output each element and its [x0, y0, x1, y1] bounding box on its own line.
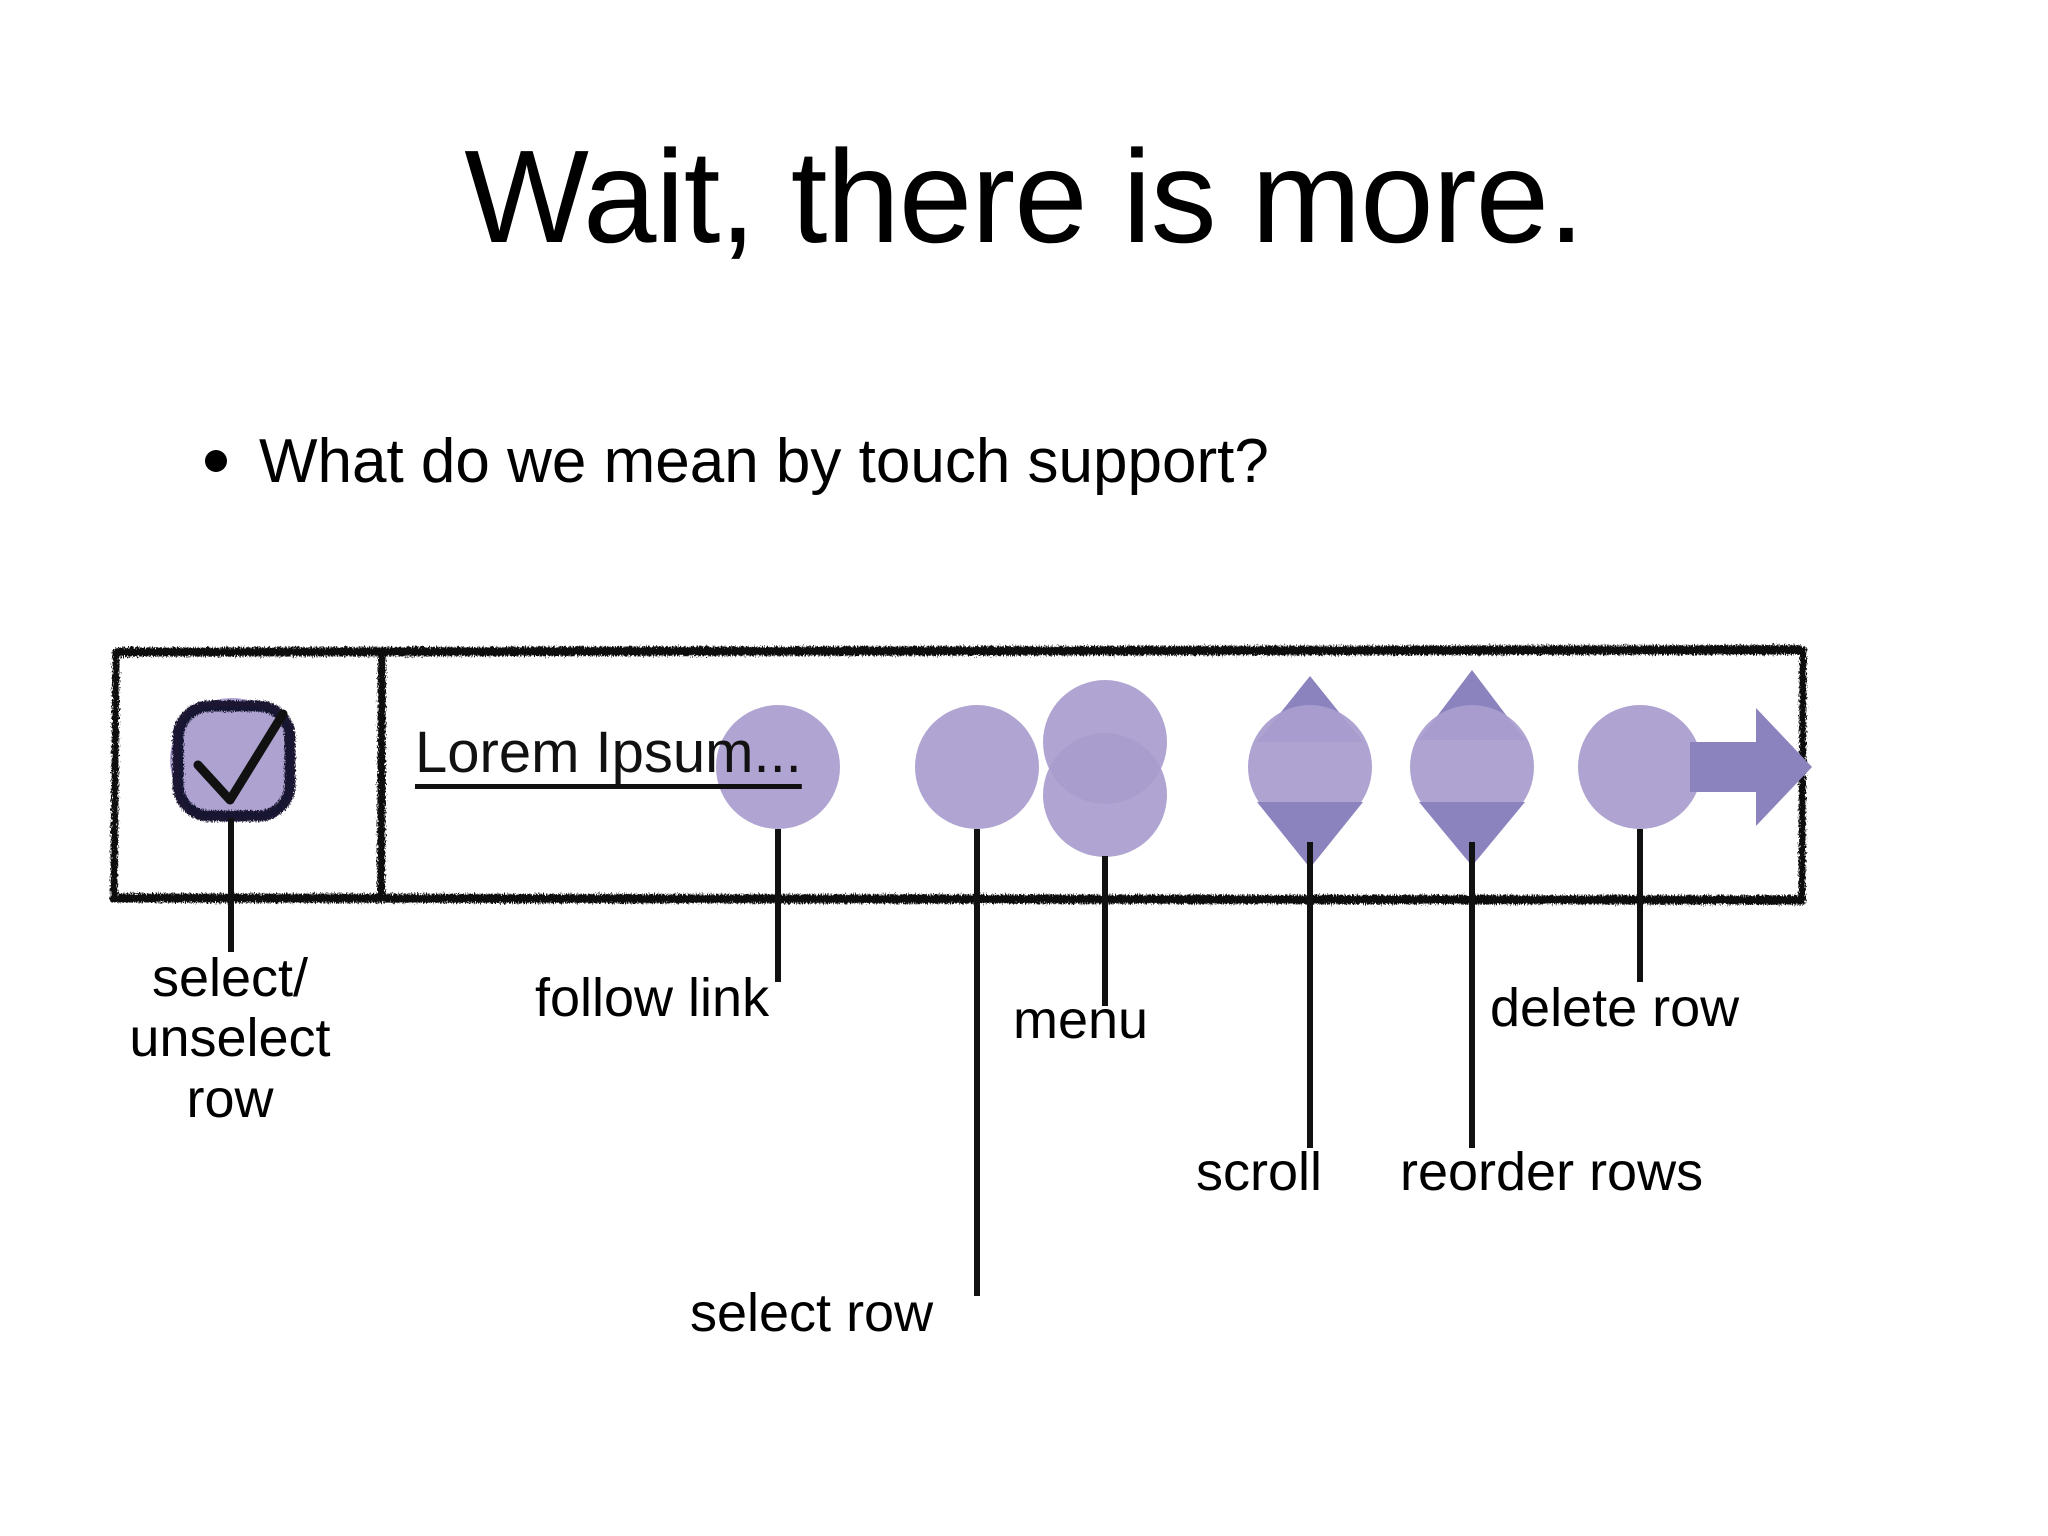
touch-target-circle [1578, 705, 1702, 829]
triangle-down-icon [1257, 802, 1363, 868]
table-row-frame [109, 645, 1807, 905]
touch-target-circle-upper [1043, 680, 1167, 804]
callout-label-follow-link: follow link [535, 968, 770, 1028]
bullet-list-item: What do we mean by touch support? [205, 427, 1269, 496]
callout-label-delete-row: delete row [1490, 978, 1740, 1038]
checkbox-box-outline [172, 700, 296, 822]
scroll-touch-target[interactable] [1248, 676, 1372, 1148]
triangle-up-icon [1257, 676, 1363, 742]
triangle-up-icon [1419, 670, 1525, 740]
callout-label-menu: menu [1013, 990, 1149, 1050]
callout-label-select-row: select row [690, 1283, 934, 1343]
menu-touch-target[interactable] [1043, 680, 1167, 1006]
callout-label-select-unselect-row: select/ unselect row [129, 948, 331, 1129]
bullet-dot-icon [205, 450, 227, 472]
callout-label-scroll: scroll [1196, 1142, 1323, 1202]
page-title: Wait, there is more. [464, 123, 1584, 270]
row-link-label[interactable]: Lorem Ipsum... [415, 720, 802, 785]
arrow-right-icon [1690, 708, 1812, 826]
select-unselect-row-checkbox[interactable] [170, 698, 296, 952]
reorder-rows-touch-target[interactable] [1410, 670, 1534, 1148]
checkmark-icon [193, 709, 288, 805]
touch-target-circle-lower [1043, 733, 1167, 857]
delete-row-touch-target[interactable] [1578, 705, 1812, 982]
callout-label-reorder-rows: reorder rows [1400, 1142, 1704, 1202]
triangle-down-icon [1419, 802, 1525, 866]
bullet-item-label: What do we mean by touch support? [259, 427, 1269, 496]
touch-target-circle [915, 705, 1039, 829]
touch-target-circle [1410, 705, 1534, 829]
touch-target-circle [1248, 705, 1372, 829]
touch-target-circle [170, 698, 294, 822]
